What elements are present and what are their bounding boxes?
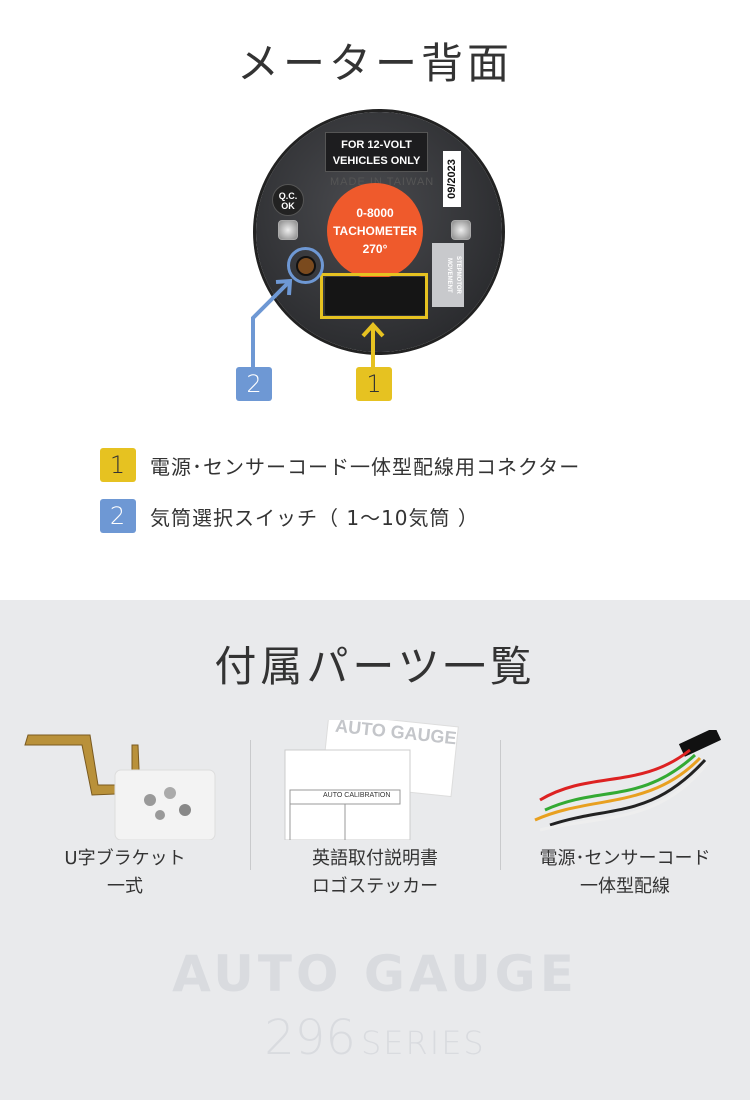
parts-title: 付属パーツ一覧	[214, 642, 536, 691]
qc-line: Q.C.	[278, 191, 298, 201]
sweep-text: 270°	[362, 242, 388, 256]
connector	[325, 277, 425, 315]
legend-badge: 1	[100, 448, 136, 482]
legend-text: 電源･センサーコード一体型配線用コネクター	[150, 454, 581, 479]
callout-badge-1: 1	[356, 367, 392, 401]
qc-line: OK	[281, 201, 295, 211]
part-caption-manual: 英語取付説明書ロゴステッカー	[250, 845, 500, 901]
arrowhead-2	[275, 278, 293, 296]
part-caption-harness: 電源･センサーコード一体型配線	[500, 845, 750, 901]
caption-line: ロゴステッカー	[311, 876, 439, 897]
series-text: SERIES	[360, 1024, 486, 1062]
made-in-text: MADE IN TAIWAN	[330, 176, 435, 188]
arrowhead-1	[361, 322, 385, 338]
series-number: 296	[264, 1010, 356, 1066]
brand-logo: AUTO GAUGE	[172, 945, 578, 1003]
legend-text: 気筒選択スイッチ（ 1〜10気筒 ）	[150, 505, 479, 530]
callout-badge-2: 2	[236, 367, 272, 401]
type-text: TACHOMETER	[333, 224, 417, 238]
wiring-harness-image	[534, 730, 722, 832]
part-caption-bracket: U字ブラケット一式	[0, 845, 250, 901]
caption-line: 英語取付説明書	[312, 848, 438, 869]
switch-highlight	[287, 247, 324, 284]
caption-line: U字ブラケット	[64, 848, 186, 869]
range-text: 0-8000	[356, 206, 394, 220]
label-line: FOR 12-VOLT	[341, 139, 412, 151]
legend-item-1: 1 電源･センサーコード一体型配線用コネクター	[100, 448, 580, 482]
divider	[500, 740, 501, 870]
legend-item-2: 2 気筒選択スイッチ（ 1〜10気筒 ）	[100, 499, 479, 533]
caption-line: 電源･センサーコード	[539, 848, 711, 869]
manual-heading: AUTO CALIBRATION	[323, 792, 391, 799]
caption-line: 一体型配線	[580, 876, 670, 897]
parts-section	[0, 600, 750, 1100]
qc-sticker: Q.C.OK	[272, 184, 304, 216]
stepmotor-sticker: STEPMOTOR MOVEMENT	[432, 243, 464, 307]
caption-line: 一式	[107, 876, 143, 897]
bracket-image	[24, 734, 216, 840]
label-line: VEHICLES ONLY	[332, 155, 421, 167]
legend-badge: 2	[100, 499, 136, 533]
terminal-bolt	[278, 220, 298, 240]
page-title: メーター背面	[236, 39, 513, 88]
callout-arrows	[251, 278, 385, 367]
voltage-label: FOR 12-VOLT VEHICLES ONLY	[325, 132, 428, 172]
series-label: 296 SERIES	[0, 1010, 750, 1066]
arrow-2	[251, 280, 291, 367]
terminal-bolt	[451, 220, 471, 240]
divider	[250, 740, 251, 870]
manual-sticker-image	[284, 720, 459, 840]
connector-highlight	[320, 273, 428, 319]
